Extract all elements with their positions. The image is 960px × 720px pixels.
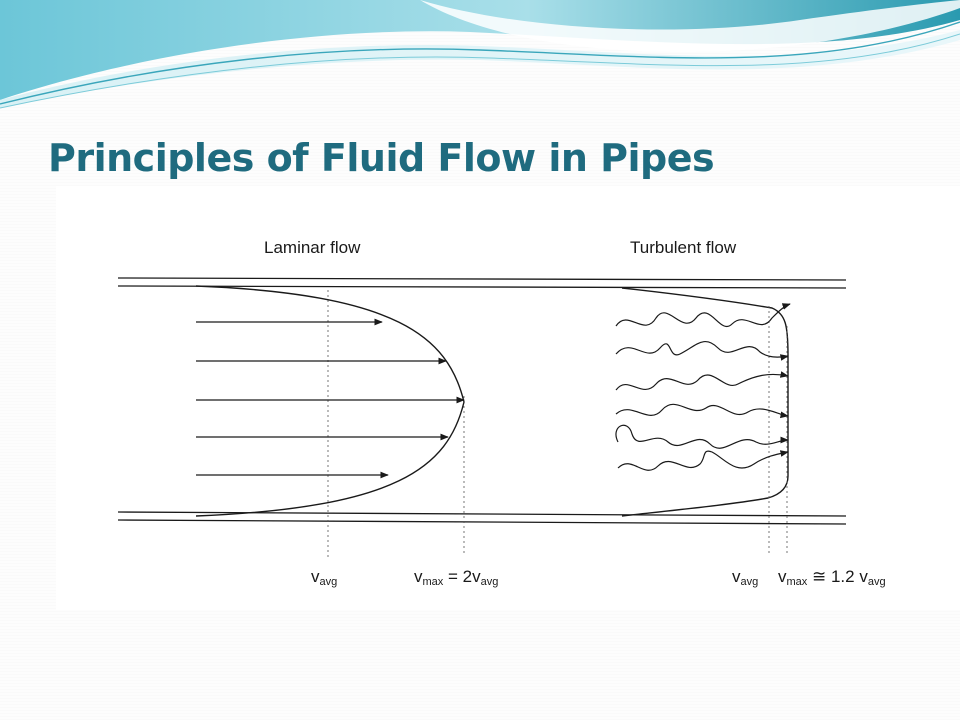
flow-diagram: Laminar flow Turbulent flow bbox=[56, 186, 960, 610]
eddy-path-4 bbox=[615, 403, 789, 419]
flow-diagram-svg: Laminar flow Turbulent flow bbox=[117, 238, 886, 588]
eddy-path-2 bbox=[615, 341, 789, 361]
turbulent-velocity-profile bbox=[621, 287, 789, 517]
pipe-wall-top bbox=[117, 277, 847, 289]
eddy-path-5 bbox=[615, 424, 789, 449]
laminar-flow-label: Laminar flow bbox=[264, 238, 361, 257]
slide-title: Principles of Fluid Flow in Pipes bbox=[48, 136, 715, 180]
laminar-velocity-arrows bbox=[196, 318, 465, 479]
turbulent-v-avg-label: vavg bbox=[732, 567, 758, 588]
wave-line-1 bbox=[0, 21, 960, 105]
eddy-path-1 bbox=[615, 303, 791, 327]
turbulent-flow-label: Turbulent flow bbox=[630, 238, 737, 257]
turbulent-eddy-paths bbox=[615, 303, 791, 471]
wave-band-back bbox=[0, 0, 960, 100]
laminar-velocity-profile bbox=[195, 285, 465, 517]
eddy-path-6 bbox=[617, 450, 789, 471]
laminar-v-avg-label: vavg bbox=[311, 567, 337, 588]
eddy-path-3 bbox=[615, 371, 789, 391]
turbulent-v-max-label: vmax ≅ 1.2 vavg bbox=[778, 567, 886, 588]
wave-line-2 bbox=[0, 33, 960, 109]
wave-band-front bbox=[0, 30, 960, 108]
wave-header-decoration bbox=[0, 0, 960, 109]
wave-band-light bbox=[420, 0, 960, 52]
pipe-wall-bottom bbox=[117, 511, 847, 525]
laminar-v-max-label: vmax = 2vavg bbox=[414, 567, 498, 588]
